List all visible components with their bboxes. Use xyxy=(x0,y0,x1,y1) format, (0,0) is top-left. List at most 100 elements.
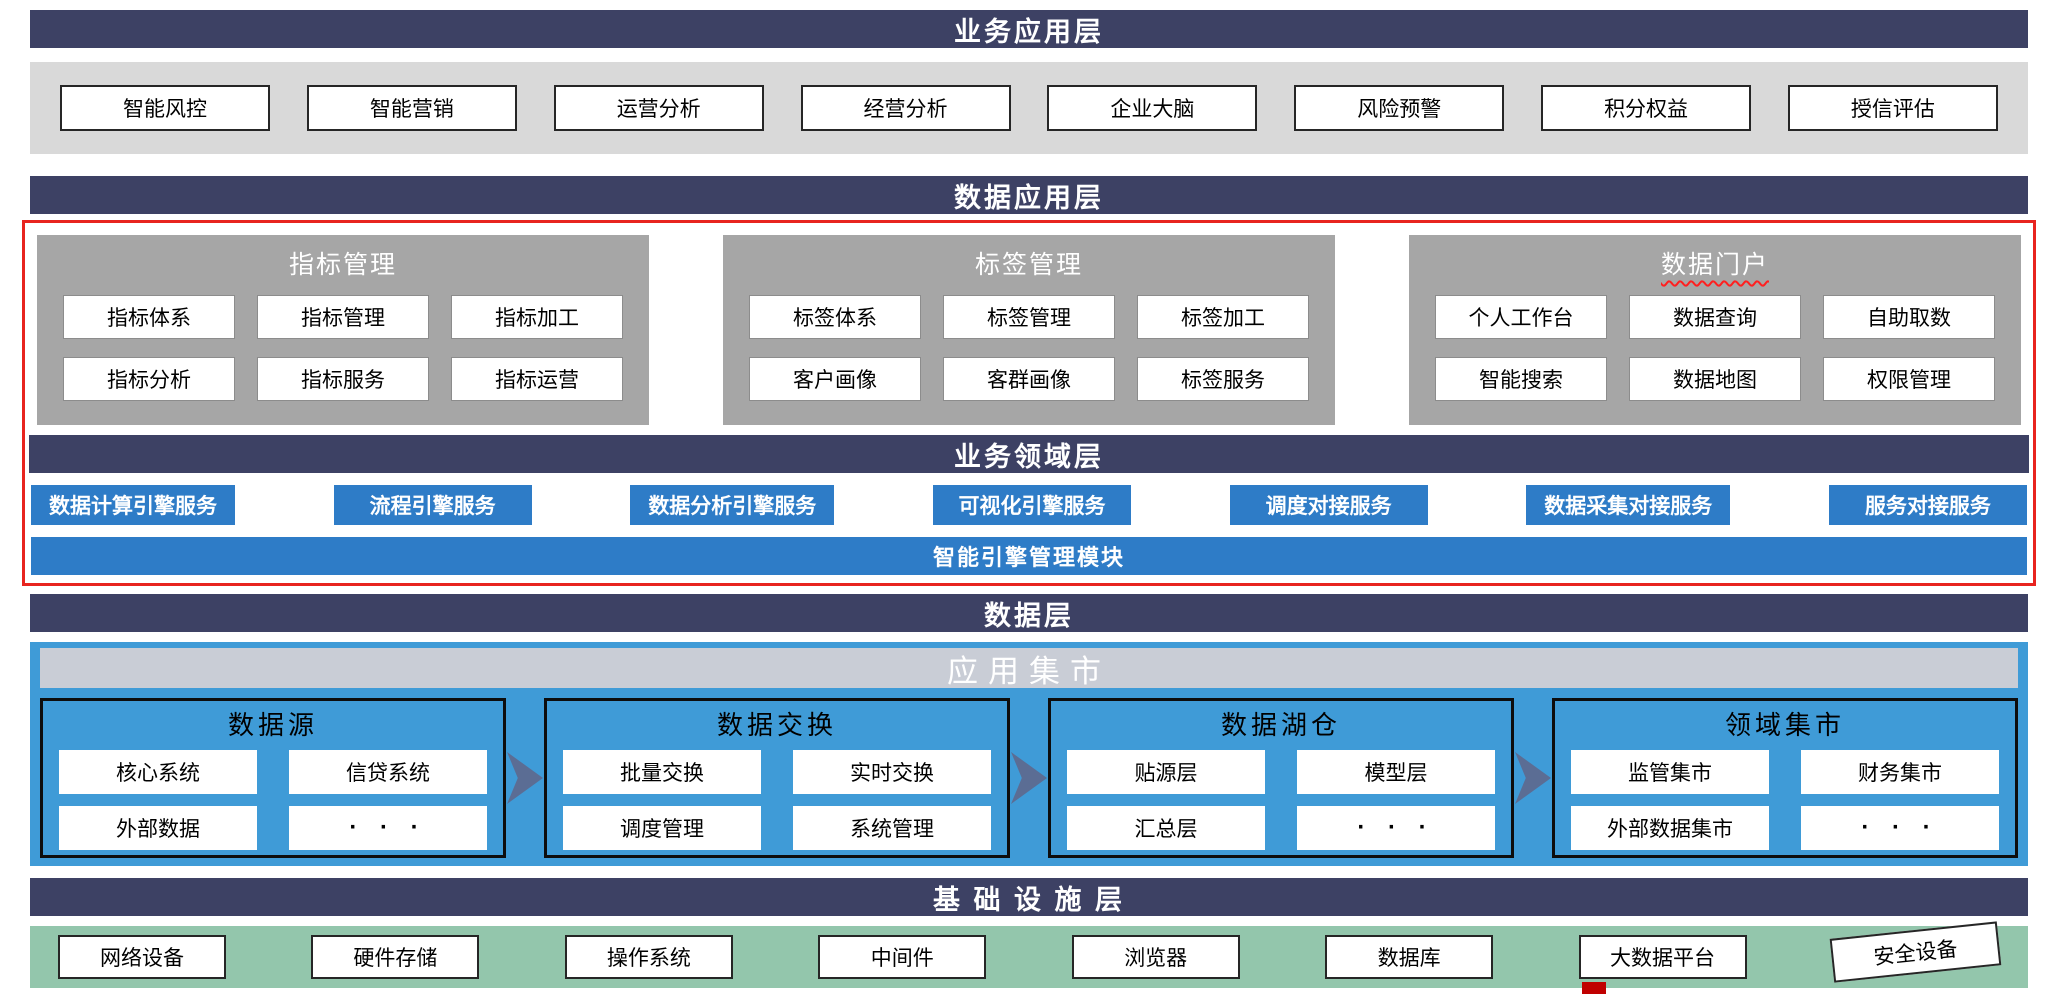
mart-item-box: 核心系统 xyxy=(59,750,257,794)
service-button: 数据采集对接服务 xyxy=(1526,485,1731,525)
panel-grid: 个人工作台 数据查询 自助取数 智能搜索 数据地图 权限管理 xyxy=(1435,295,1995,401)
business-app-box: 授信评估 xyxy=(1787,85,1998,131)
layer-title-business-application: 业务应用层 xyxy=(954,16,1104,47)
panel-grid: 指标体系 指标管理 指标加工 指标分析 指标服务 指标运营 xyxy=(63,295,623,401)
group-title: 领域集市 xyxy=(1724,711,1845,740)
group-data-source: 数据源 核心系统 信贷系统 外部数据 · · · xyxy=(40,698,506,858)
application-mart-header: 应用集市 xyxy=(40,648,2018,689)
layer-title-data-application: 数据应用层 xyxy=(954,182,1104,213)
layer-title-infrastructure: 基 础 设 施 层 xyxy=(932,884,1125,915)
business-app-box: 风险预警 xyxy=(1294,85,1505,131)
infra-box: 安全设备 xyxy=(1829,921,2002,983)
panel-item-box: 数据地图 xyxy=(1629,357,1801,401)
service-button: 可视化引擎服务 xyxy=(932,485,1131,525)
mart-item-box: 外部数据集市 xyxy=(1571,806,1769,850)
mart-item-box: 批量交换 xyxy=(563,750,761,794)
panel-item-box: 标签加工 xyxy=(1137,295,1309,339)
infra-box: 网络设备 xyxy=(58,935,226,979)
panel-title: 指标管理 xyxy=(288,251,397,279)
panel-item-box: 客群画像 xyxy=(943,357,1115,401)
mart-item-box-ellipsis: · · · xyxy=(1297,806,1495,850)
business-app-box: 智能风控 xyxy=(60,85,270,131)
panel-title: 数据门户 xyxy=(1435,245,1995,281)
business-app-box: 企业大脑 xyxy=(1047,85,1258,131)
panel-item-box: 指标分析 xyxy=(63,357,235,401)
panel-item-box: 标签服务 xyxy=(1137,357,1309,401)
service-button: 数据计算引擎服务 xyxy=(31,485,235,525)
group-title: 数据湖仓 xyxy=(1220,711,1341,740)
mart-item-box: 系统管理 xyxy=(793,806,991,850)
arrow-right-icon xyxy=(1515,752,1551,804)
mart-item-box: 实时交换 xyxy=(793,750,991,794)
panel-item-box: 指标服务 xyxy=(257,357,429,401)
infra-box: 中间件 xyxy=(818,935,987,979)
infra-box: 数据库 xyxy=(1325,935,1494,979)
business-application-band: 智能风控 智能营销 运营分析 经营分析 企业大脑 风险预警 积分权益 授信评估 xyxy=(30,62,2028,154)
group-title: 数据交换 xyxy=(716,711,837,740)
panel-item-box: 标签管理 xyxy=(943,295,1115,339)
infrastructure-band: 网络设备 硬件存储 操作系统 中间件 浏览器 数据库 大数据平台 安全设备 xyxy=(30,921,2028,988)
mart-item-box: 外部数据 xyxy=(59,806,257,850)
service-button: 数据分析引擎服务 xyxy=(630,485,835,525)
group-domain-mart: 领域集市 监管集市 财务集市 外部数据集市 · · · xyxy=(1552,698,2018,858)
infra-box: 浏览器 xyxy=(1071,935,1240,979)
panel-item-box: 自助取数 xyxy=(1823,295,1995,339)
panel-item-box: 指标加工 xyxy=(451,295,623,339)
layer-bar-business-application: 业务应用层 xyxy=(30,10,2028,48)
data-flow-row: 数据源 核心系统 信贷系统 外部数据 · · · 数据交换 批量交换 实时交换 … xyxy=(40,698,2018,858)
layer-bar-infrastructure: 基 础 设 施 层 xyxy=(30,878,2028,916)
mart-item-box: 贴源层 xyxy=(1067,750,1265,794)
infra-box: 大数据平台 xyxy=(1578,935,1747,979)
highlighted-data-application-section: 指标管理 指标体系 指标管理 指标加工 指标分析 指标服务 指标运营 标签管理 … xyxy=(22,220,2036,586)
layer-bar-data: 数据层 xyxy=(30,594,2028,632)
panel-item-box: 客户画像 xyxy=(749,357,921,401)
panel-item-box: 指标管理 xyxy=(257,295,429,339)
group-grid: 批量交换 实时交换 调度管理 系统管理 xyxy=(563,750,991,850)
business-app-box: 积分权益 xyxy=(1541,85,1752,131)
panel-indicator-management: 指标管理 指标体系 指标管理 指标加工 指标分析 指标服务 指标运营 xyxy=(37,235,649,425)
panel-item-box: 标签体系 xyxy=(749,295,921,339)
mart-item-box: 监管集市 xyxy=(1571,750,1769,794)
mart-item-box: 财务集市 xyxy=(1801,750,1999,794)
panel-item-box: 个人工作台 xyxy=(1435,295,1607,339)
panel-item-box: 指标体系 xyxy=(63,295,235,339)
group-grid: 贴源层 模型层 汇总层 · · · xyxy=(1067,750,1495,850)
panel-label-management: 标签管理 标签体系 标签管理 标签加工 客户画像 客群画像 标签服务 xyxy=(723,235,1335,425)
mart-item-box-ellipsis: · · · xyxy=(1801,806,1999,850)
panel-title-text: 数据门户 xyxy=(1660,251,1769,279)
group-data-lakehouse: 数据湖仓 贴源层 模型层 汇总层 · · · xyxy=(1048,698,1514,858)
application-mart-area: 应用集市 数据源 核心系统 信贷系统 外部数据 · · · 数据交换 批量交换 … xyxy=(30,642,2028,866)
layer-bar-data-application: 数据应用层 xyxy=(30,176,2028,214)
group-title: 数据源 xyxy=(227,711,318,740)
arrow-right-icon xyxy=(507,752,543,804)
mart-item-box: 信贷系统 xyxy=(289,750,487,794)
group-grid: 核心系统 信贷系统 外部数据 · · · xyxy=(59,750,487,850)
red-marker xyxy=(1582,982,1606,994)
mart-item-box-ellipsis: · · · xyxy=(289,806,487,850)
business-app-box: 经营分析 xyxy=(800,85,1011,131)
layer-bar-business-domain: 业务领域层 xyxy=(29,435,2029,473)
service-button: 流程引擎服务 xyxy=(333,485,532,525)
panel-data-portal: 数据门户 个人工作台 数据查询 自助取数 智能搜索 数据地图 权限管理 xyxy=(1409,235,2021,425)
mart-item-box: 模型层 xyxy=(1297,750,1495,794)
business-app-box: 智能营销 xyxy=(306,85,517,131)
data-application-panels: 指标管理 指标体系 指标管理 指标加工 指标分析 指标服务 指标运营 标签管理 … xyxy=(29,235,2029,425)
service-button: 服务对接服务 xyxy=(1828,485,2027,525)
panel-item-box: 权限管理 xyxy=(1823,357,1995,401)
engine-management-bar: 智能引擎管理模块 xyxy=(31,537,2027,575)
service-button: 调度对接服务 xyxy=(1229,485,1428,525)
panel-item-box: 数据查询 xyxy=(1629,295,1801,339)
layer-title-data: 数据层 xyxy=(984,600,1074,631)
application-mart-title: 应用集市 xyxy=(947,653,1111,689)
mart-item-box: 调度管理 xyxy=(563,806,761,850)
panel-title: 标签管理 xyxy=(974,251,1083,279)
infra-box: 操作系统 xyxy=(564,935,733,979)
engine-services-row: 数据计算引擎服务 流程引擎服务 数据分析引擎服务 可视化引擎服务 调度对接服务 … xyxy=(29,485,2029,525)
panel-item-box: 智能搜索 xyxy=(1435,357,1607,401)
infra-box: 硬件存储 xyxy=(311,935,480,979)
arrow-right-icon xyxy=(1011,752,1047,804)
business-app-box: 运营分析 xyxy=(553,85,764,131)
mart-item-box: 汇总层 xyxy=(1067,806,1265,850)
group-data-exchange: 数据交换 批量交换 实时交换 调度管理 系统管理 xyxy=(544,698,1010,858)
layer-title-business-domain: 业务领域层 xyxy=(954,441,1104,472)
